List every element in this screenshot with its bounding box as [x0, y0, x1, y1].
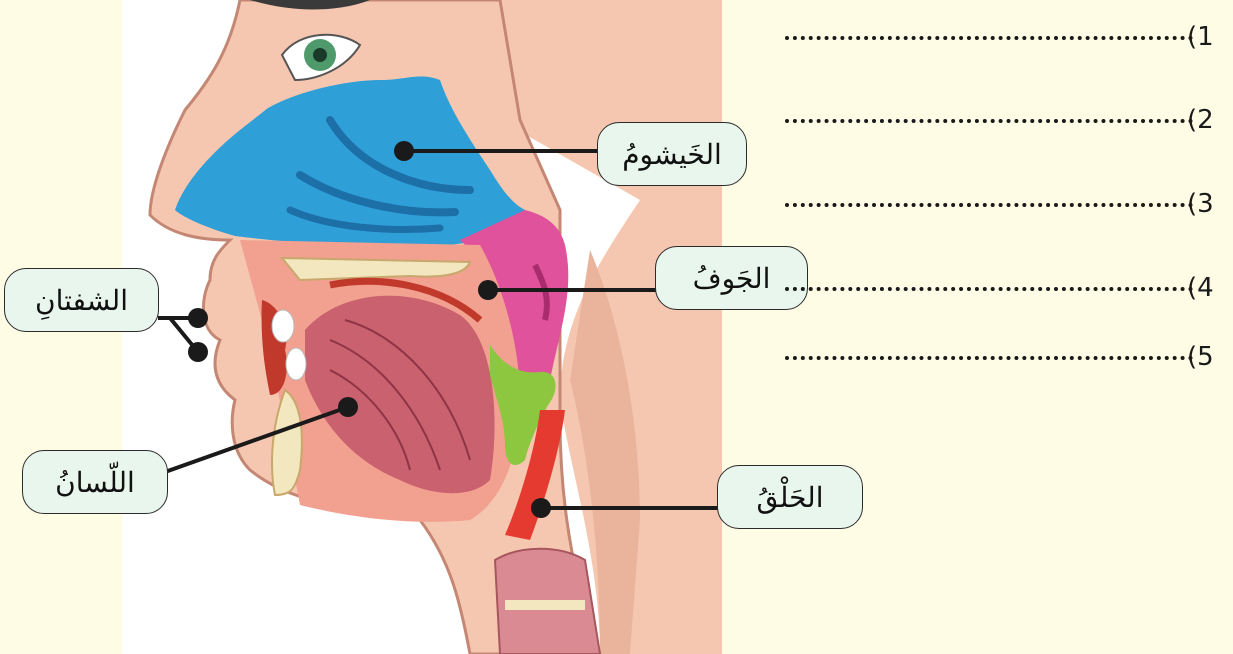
- label-khayshum: الخَيشومُ: [597, 122, 747, 186]
- label-shafatan: الشفتانِ: [4, 268, 159, 332]
- label-lisan: اللّسانُ: [22, 450, 168, 514]
- list-item: (4: [785, 271, 1225, 321]
- hard-palate: [282, 258, 470, 280]
- pupil: [313, 48, 327, 62]
- item-number: (3: [1187, 189, 1214, 219]
- dot-shafatan-upper: [188, 308, 208, 328]
- dot-jawf: [478, 280, 498, 300]
- answer-blank: [785, 111, 1193, 123]
- list-item: (3: [785, 187, 1225, 237]
- dot-khayshum: [394, 141, 414, 161]
- list-item: (1: [785, 20, 1225, 70]
- trachea-ring: [505, 600, 585, 610]
- dot-halq: [531, 498, 551, 518]
- item-number: (1: [1187, 22, 1214, 52]
- list-item: (5: [785, 340, 1225, 390]
- answer-blank: [785, 279, 1193, 291]
- answer-blank: [785, 348, 1193, 360]
- lower-tooth: [286, 348, 306, 380]
- list-item: (2: [785, 103, 1225, 153]
- label-halq: الحَلْقُ: [717, 465, 863, 529]
- upper-tooth: [272, 310, 294, 342]
- item-number: (2: [1187, 105, 1214, 135]
- item-number: (4: [1187, 273, 1214, 303]
- answer-blank: [785, 28, 1193, 40]
- dot-lisan: [338, 397, 358, 417]
- item-number: (5: [1187, 342, 1214, 372]
- answer-blank: [785, 195, 1193, 207]
- dot-shafatan-lower: [188, 342, 208, 362]
